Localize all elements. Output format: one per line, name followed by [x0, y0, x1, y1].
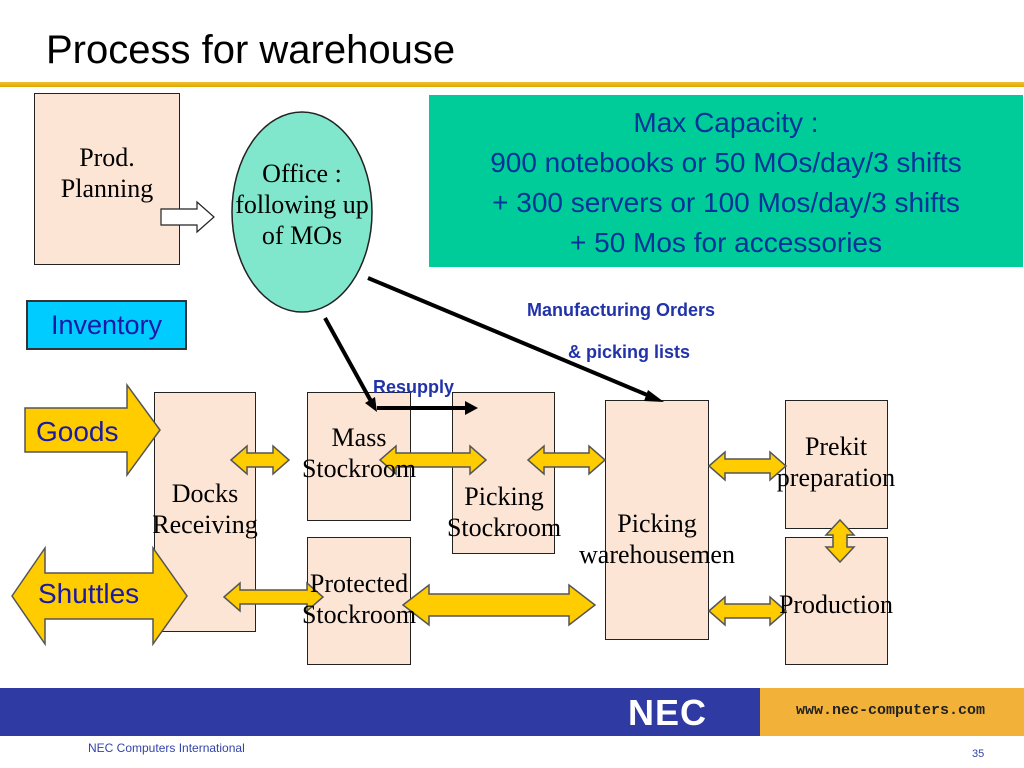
- resupply-label: Resupply: [373, 377, 455, 397]
- picking-stockroom-box: [452, 392, 555, 554]
- picking-warehousemen-label: Picking warehousemen: [579, 509, 735, 570]
- arrowhead-resupply: [465, 401, 478, 415]
- goods-label: Goods: [36, 416, 119, 447]
- arrow-docks-mass: [229, 444, 291, 476]
- inventory-label: Inventory: [26, 300, 187, 350]
- protected-stockroom-label: Protected Stockroom: [301, 569, 417, 630]
- footer-bar-blue: [0, 688, 760, 736]
- prod-planning-box: [34, 93, 180, 265]
- shuttles-arrow-shape: [11, 545, 188, 647]
- docks-receiving-label: Docks Receiving: [152, 479, 258, 540]
- picking-stockroom-label: Picking Stockroom: [446, 482, 562, 543]
- mo-label-line-2: & picking lists: [568, 342, 691, 362]
- arrow-warehousemen-prekit: [707, 450, 788, 482]
- arrow-picking-warehousemen: [526, 444, 607, 476]
- arrowhead-mass: [365, 397, 377, 412]
- max-capacity-panel: Max Capacity : 900 notebooks or 50 MOs/d…: [429, 95, 1023, 267]
- prekit-preparation-box: [785, 400, 888, 529]
- title-underline: [0, 82, 1024, 87]
- arrow-protected-warehousemen: [401, 583, 597, 627]
- office-label: Office : following up of MOs: [235, 159, 369, 251]
- goods-arrow-shape: [24, 382, 161, 478]
- protected-stockroom-box: [307, 537, 411, 665]
- nec-logo: NEC: [628, 692, 708, 733]
- capacity-line-2: 900 notebooks or 50 MOs/day/3 shifts: [490, 147, 962, 178]
- arrow-prekit-production: [824, 518, 856, 564]
- capacity-line-3: + 300 servers or 100 Mos/day/3 shifts: [492, 187, 960, 218]
- page-title: Process for warehouse: [46, 28, 456, 72]
- footer-bar-orange: [760, 688, 1024, 736]
- arrow-warehousemen-production: [707, 595, 788, 627]
- office-ellipse: [231, 111, 373, 313]
- capacity-line-4: + 50 Mos for accessories: [569, 227, 883, 258]
- page-number: 35: [972, 748, 985, 760]
- line-office-to-mass: [323, 317, 374, 404]
- production-label: Production: [778, 590, 894, 619]
- prekit-preparation-label: Prekit preparation: [776, 432, 896, 493]
- mass-stockroom-label: Mass Stockroom: [301, 423, 417, 484]
- hollow-arrow-planning-to-office: [160, 200, 215, 234]
- shuttles-label: Shuttles: [38, 578, 140, 609]
- line-office-to-warehousemen: [367, 276, 653, 399]
- mo-label-line-1: Manufacturing Orders: [527, 300, 716, 320]
- footer-url: www.nec-computers.com: [796, 702, 986, 719]
- prod-planning-label: Prod. Planning: [60, 143, 154, 204]
- capacity-line-1: Max Capacity :: [633, 107, 819, 138]
- arrowhead-warehousemen: [644, 390, 664, 402]
- picking-warehousemen-box: [605, 400, 709, 640]
- arrow-docks-protected: [222, 581, 325, 613]
- footer-company: NEC Computers International: [88, 741, 245, 755]
- arrow-mass-picking: [378, 444, 488, 476]
